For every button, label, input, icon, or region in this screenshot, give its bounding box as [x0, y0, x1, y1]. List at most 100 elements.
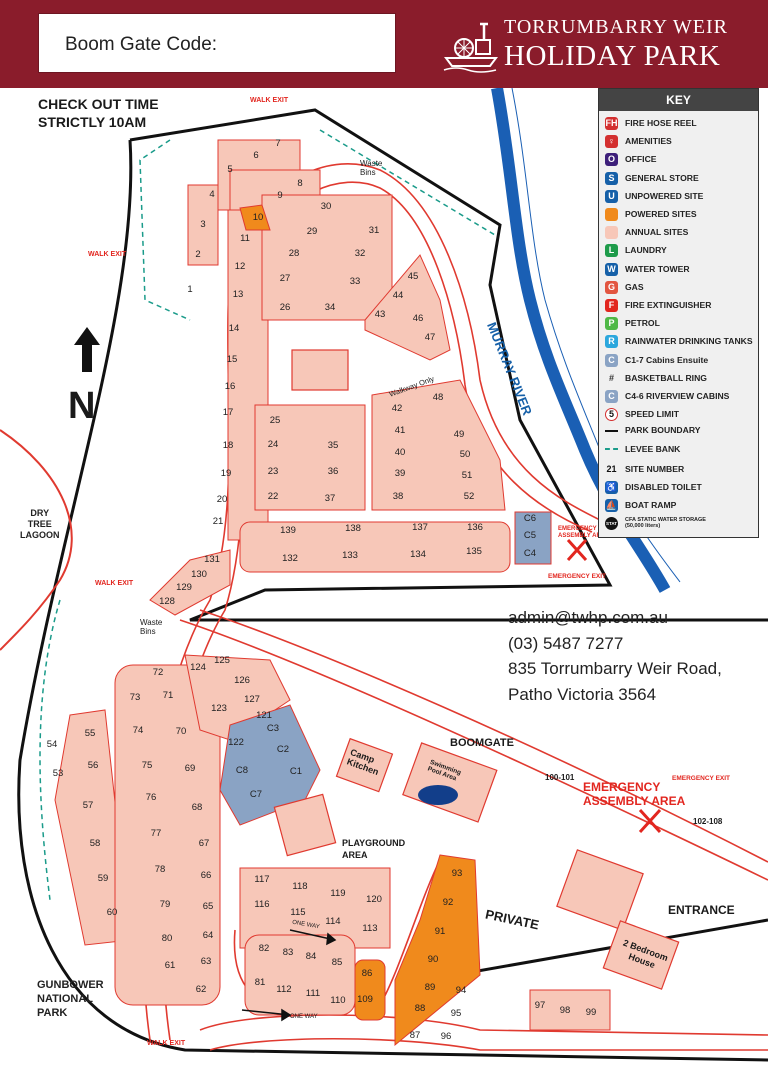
- site-number-23: 23: [268, 466, 279, 477]
- site-number-48: 48: [433, 392, 444, 403]
- site-number-11: 11: [240, 233, 250, 244]
- key-swatch-icon: U: [605, 189, 618, 203]
- contact-email[interactable]: admin@twhp.com.au: [508, 608, 668, 627]
- site-number-2: 2: [195, 249, 200, 260]
- site-number-7: 7: [275, 138, 280, 149]
- site-number-31: 31: [369, 225, 380, 236]
- site-number-85: 85: [332, 957, 343, 968]
- site-number-c7: C7: [250, 789, 262, 800]
- site-number-64: 64: [203, 930, 214, 941]
- site-number-13: 13: [233, 289, 244, 300]
- key-swatch-icon: STAT: [605, 517, 618, 531]
- site-number-55: 55: [85, 728, 96, 739]
- site-number-127: 127: [244, 694, 260, 705]
- site-number-62: 62: [196, 984, 207, 995]
- site-number-17: 17: [223, 407, 234, 418]
- site-number-91: 91: [435, 926, 446, 937]
- key-row-label: AMENITIES: [625, 136, 672, 147]
- key-row-label: RAINWATER DRINKING TANKS: [625, 336, 753, 347]
- site-number-139: 139: [280, 525, 296, 536]
- site-number-71: 71: [163, 690, 174, 701]
- site-number-52: 52: [464, 491, 475, 502]
- key-row-label: WATER TOWER: [625, 263, 690, 274]
- checkout-notice: CHECK OUT TIME STRICTLY 10AM: [38, 95, 159, 131]
- site-number-131: 131: [204, 554, 220, 565]
- site-number-136: 136: [467, 522, 483, 533]
- key-row-basketball-ring: #BASKETBALL RING: [605, 372, 757, 385]
- site-number-29: 29: [307, 226, 318, 237]
- site-number-67: 67: [199, 838, 210, 849]
- site-number-60: 60: [107, 907, 118, 918]
- site-number-78: 78: [155, 864, 166, 875]
- site-number-89: 89: [425, 982, 436, 993]
- site-number-99: 99: [586, 1007, 597, 1018]
- key-row-water-tower: W WATER TOWER: [605, 262, 757, 276]
- site-number-c4: C4: [524, 548, 536, 559]
- key-row-label: PARK BOUNDARY: [625, 425, 701, 436]
- site-number-115: 115: [290, 907, 305, 918]
- site-number-81: 81: [255, 977, 266, 988]
- site-number-41: 41: [395, 425, 406, 436]
- site-number-132: 132: [282, 553, 298, 564]
- boomgate-label: BOOMGATE: [450, 737, 514, 749]
- site-number-69: 69: [185, 763, 196, 774]
- site-number-47: 47: [425, 332, 436, 343]
- dry-tree-lagoon-edge: [0, 429, 73, 651]
- key-swatch-icon: C: [605, 390, 618, 403]
- site-number-133: 133: [342, 550, 358, 561]
- site-numbers-layer: 1234567891112131415161718192021222324252…: [47, 138, 597, 1042]
- key-row-c4-6-riverview-cabins: C C4-6 RIVERVIEW CABINS: [605, 390, 757, 403]
- site-number-130: 130: [191, 569, 207, 580]
- key-row-label: SITE NUMBER: [625, 463, 685, 474]
- key-row-label: OFFICE: [625, 154, 657, 165]
- key-row-label: LAUNDRY: [625, 245, 667, 256]
- key-row-levee-bank: LEVEE BANK: [605, 444, 757, 454]
- site-number-54: 54: [47, 739, 58, 750]
- contact-block: admin@twhp.com.au (03) 5487 7277 835 Tor…: [508, 605, 722, 707]
- site-number-37: 37: [325, 493, 336, 504]
- site-number-94: 94: [456, 985, 467, 996]
- site-number-77: 77: [151, 828, 162, 839]
- site-number-32: 32: [355, 248, 366, 259]
- site-number-73: 73: [130, 692, 141, 703]
- key-row-label: C4-6 RIVERVIEW CABINS: [625, 390, 730, 401]
- key-row-label: CFA STATIC WATER STORAGE(50,000 liters): [625, 517, 706, 529]
- site-number-112: 112: [276, 984, 291, 995]
- contact-phone[interactable]: (03) 5487 7277: [508, 633, 624, 653]
- site-number-125: 125: [214, 655, 230, 666]
- site-number-121: 121: [256, 710, 272, 721]
- key-swatch-icon: L: [605, 244, 618, 258]
- site-number-27: 27: [280, 273, 291, 284]
- site-number-137: 137: [412, 522, 428, 533]
- key-row-boat-ramp: ⛵BOAT RAMP: [605, 499, 757, 513]
- site-number-43: 43: [375, 309, 386, 320]
- key-swatch-icon: W: [605, 262, 618, 276]
- north-label: N: [68, 385, 95, 427]
- site-number-123: 123: [211, 703, 227, 714]
- site-number-22: 22: [268, 491, 279, 502]
- site-number-128: 128: [159, 596, 175, 607]
- site-number-28: 28: [289, 248, 300, 259]
- site-number-68: 68: [192, 802, 203, 813]
- brand-name-line1: TORRUMBARRY WEIR: [504, 16, 728, 38]
- brand-name-line2: HOLIDAY PARK: [504, 40, 721, 72]
- site-number-119: 119: [330, 888, 345, 899]
- site-number-35: 35: [328, 440, 339, 451]
- site-number-53: 53: [53, 768, 64, 779]
- site-number-58: 58: [90, 838, 101, 849]
- powered-sites-layer: [239, 204, 481, 1047]
- wheelchair-icon: ♿: [605, 481, 618, 494]
- site-number-124: 124: [190, 662, 206, 673]
- site-number-98: 98: [560, 1005, 571, 1016]
- emergency-x-marks: [566, 538, 662, 834]
- site-number-26: 26: [280, 302, 291, 313]
- key-row-amenities: ♀AMENITIES: [605, 135, 757, 149]
- site-number-74: 74: [133, 725, 144, 736]
- boom-gate-label: Boom Gate Code:: [65, 34, 218, 55]
